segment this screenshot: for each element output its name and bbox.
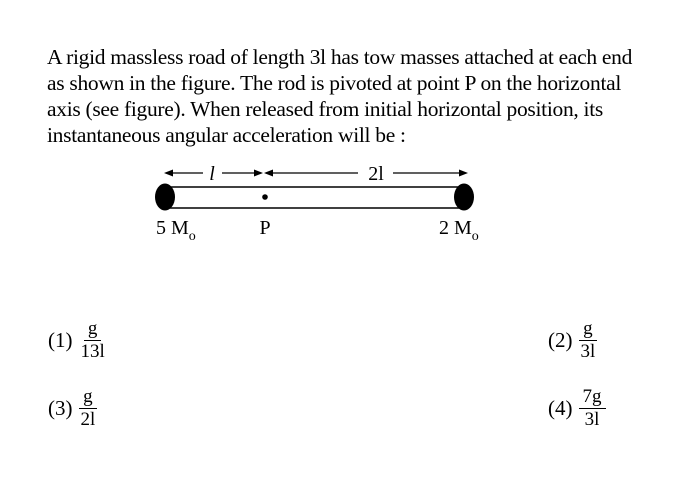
option-fraction: g 3l <box>579 318 598 363</box>
option-2[interactable]: (2) g 3l <box>548 318 597 363</box>
dimension-l: l <box>164 163 263 185</box>
left-mass <box>155 183 175 211</box>
rod <box>165 186 464 209</box>
option-number: (1) <box>48 328 73 352</box>
option-1[interactable]: (1) g 13l <box>48 318 107 363</box>
option-fraction: 7g 3l <box>578 386 606 431</box>
fraction-denominator: 3l <box>580 341 596 362</box>
fraction-denominator: 13l <box>80 341 105 362</box>
option-3[interactable]: (3) g 2l <box>48 386 97 431</box>
right-mass <box>454 183 474 211</box>
pivot-point <box>262 194 268 200</box>
fraction-numerator: g <box>579 318 597 341</box>
pivot-label: P <box>259 217 270 239</box>
fraction-numerator: g <box>83 318 102 341</box>
option-fraction: g 2l <box>79 386 98 431</box>
fraction-numerator: 7g <box>578 386 606 409</box>
length-label-l: l <box>209 163 215 185</box>
option-number: (2) <box>548 328 573 352</box>
option-fraction: g 13l <box>79 318 107 363</box>
fraction-numerator: g <box>79 386 97 409</box>
question-text: A rigid massless road of length 3l has t… <box>47 45 633 147</box>
dimension-2l: 2l <box>264 163 468 185</box>
option-number: (3) <box>48 396 73 420</box>
option-4[interactable]: (4) 7g 3l <box>548 386 606 431</box>
right-mass-label: 2 Mo <box>439 217 479 244</box>
option-number: (4) <box>548 396 573 420</box>
fraction-denominator: 2l <box>80 409 96 430</box>
left-mass-label: 5 Mo <box>156 217 196 244</box>
length-label-2l: 2l <box>368 163 384 185</box>
fraction-denominator: 3l <box>584 409 600 430</box>
